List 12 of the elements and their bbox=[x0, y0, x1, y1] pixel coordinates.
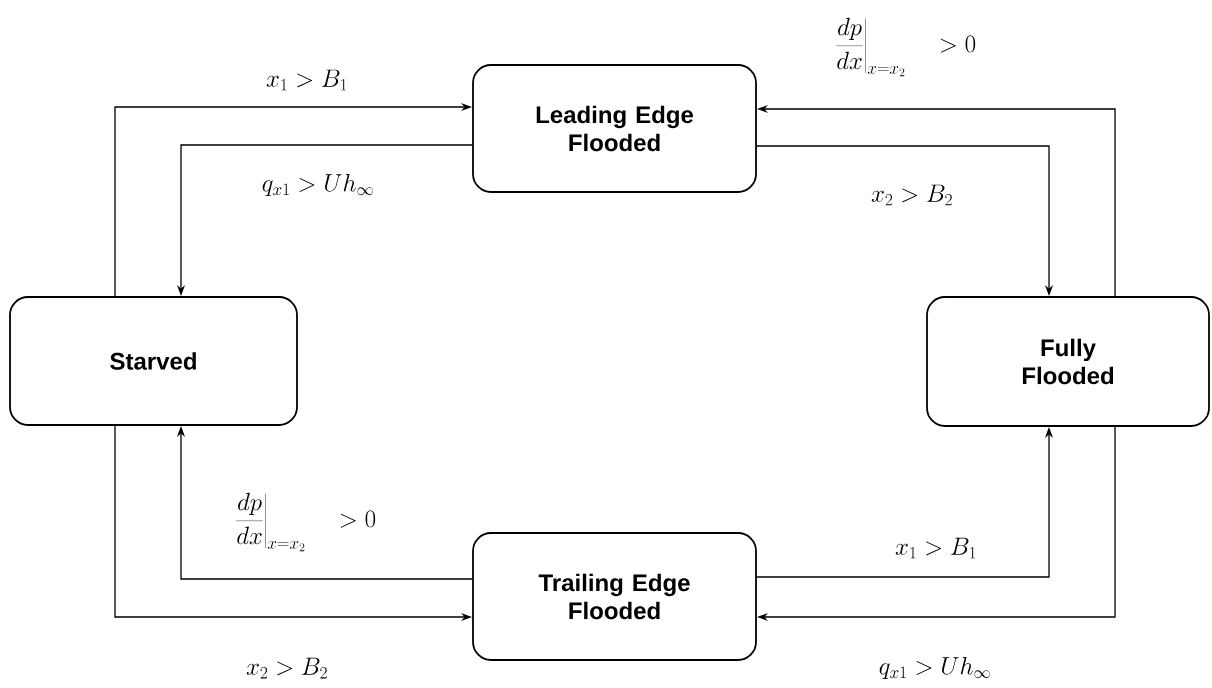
edge-label: $x_2 > B_2$ bbox=[246, 657, 327, 679]
edge-label: $x_2 > B_2$ bbox=[871, 184, 952, 206]
edge-label: $\left.\frac{dp}{dx}\right|_{x=x_2} \quad > 0$ bbox=[236, 492, 376, 552]
edge-label: $x_1 > B_1$ bbox=[895, 537, 976, 559]
state-box: Fully Flooded bbox=[926, 296, 1210, 427]
edge-label: $\left.\frac{dp}{dx}\right|_{x=x_2} \quad > 0$ bbox=[836, 17, 976, 77]
state-box: Starved bbox=[9, 296, 298, 426]
edge-label: $q_{x1} > Uh_\infty$ bbox=[262, 173, 373, 197]
state-box: Trailing Edge Flooded bbox=[472, 532, 757, 661]
edge-label: $q_{x1} > Uh_\infty$ bbox=[879, 656, 990, 680]
state-box: Leading Edge Flooded bbox=[472, 64, 757, 193]
edge-label: $x_1 > B_1$ bbox=[266, 69, 347, 91]
